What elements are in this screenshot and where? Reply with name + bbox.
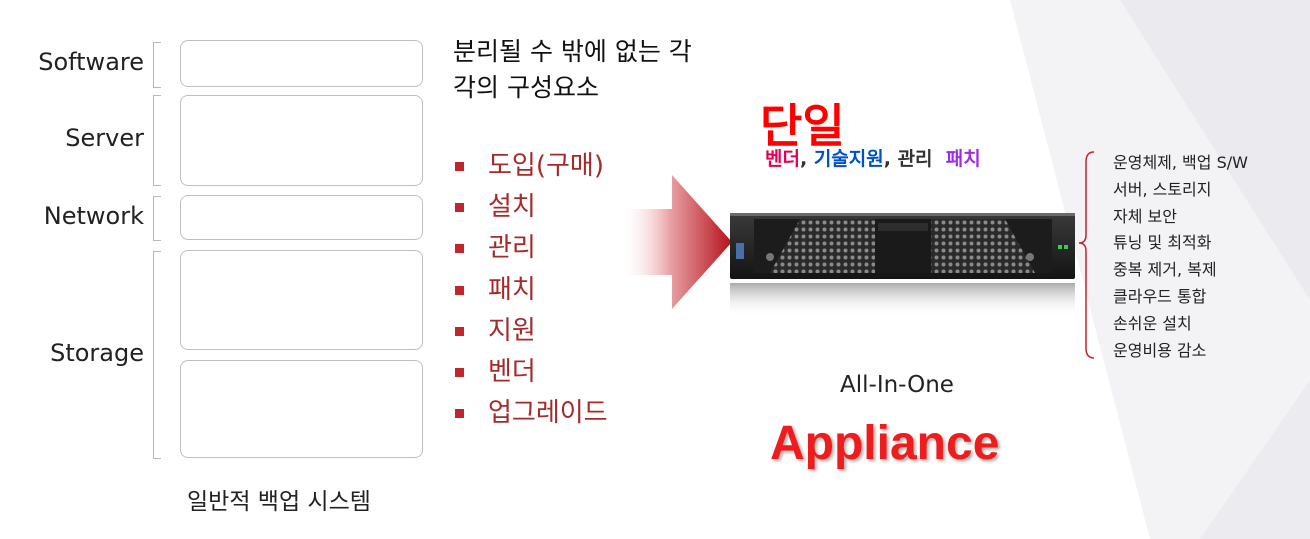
bullet-square-icon (455, 203, 464, 213)
slot-software (180, 40, 423, 87)
single-title: 단일 (760, 99, 845, 153)
appliance-title: Appliance (770, 417, 1000, 470)
bullet-square-icon (455, 244, 464, 254)
slot-server (180, 95, 423, 186)
single-tags: 벤더, 기술지원, 관리 패치 (765, 148, 981, 170)
caption-typical-backup: 일반적 백업 시스템 (187, 489, 371, 515)
bullet-square-icon (455, 285, 464, 295)
list-item: 운영체제, 백업 S/W (1113, 153, 1248, 172)
bullet-square-icon (455, 326, 464, 336)
slot-network (180, 195, 423, 240)
heading-separate-components: 분리될 수 밖에 없는 각각의 구성요소 (453, 37, 692, 102)
list-item: 설치 (455, 187, 608, 228)
tag-patch: 패치 (945, 148, 981, 170)
list-item: 지원 (455, 311, 608, 352)
slot-storage-2 (180, 360, 423, 458)
bracket-network (153, 196, 161, 241)
tag-vendor: 벤더 (765, 148, 800, 170)
slot-storage-1 (180, 250, 423, 350)
layer-label-server: Server (65, 124, 144, 152)
list-item: 클라우드 통합 (1113, 286, 1207, 306)
list-item: 자체 보안 (1113, 206, 1177, 226)
list-item: 중복 제거, 복제 (1113, 260, 1217, 280)
curly-brace-icon (1078, 151, 1095, 359)
layer-label-network: Network (43, 202, 144, 230)
server-appliance-image (730, 213, 1075, 317)
layer-label-storage: Storage (50, 339, 144, 367)
bracket-server (153, 95, 161, 186)
feature-list: 운영체제, 백업 S/W 서버, 스토리지 자체 보안 튜닝 및 최적화 중복 … (1113, 150, 1248, 364)
tag-tech-support: 기술지원 (813, 148, 884, 170)
list-item: 패치 (455, 270, 608, 311)
all-in-one-label: All-In-One (840, 372, 954, 398)
list-item: 도입(구매) (455, 146, 608, 187)
list-item: 관리 (455, 228, 608, 269)
list-item: 서버, 스토리지 (1113, 179, 1212, 199)
list-item: 손쉬운 설치 (1113, 313, 1192, 333)
arrow-right-icon (620, 175, 732, 309)
tag-management: 관리 (897, 148, 933, 170)
bullet-square-icon (455, 368, 464, 378)
bullet-square-icon (455, 409, 464, 419)
list-item: 벤더 (455, 352, 608, 393)
component-list: 도입(구매) 설치 관리 패치 지원 벤더 업그레이드 (455, 146, 608, 434)
bullet-square-icon (455, 162, 464, 172)
layer-label-software: Software (38, 48, 144, 76)
list-item: 업그레이드 (455, 393, 608, 434)
list-item: 튜닝 및 최적화 (1113, 233, 1212, 253)
list-item: 운영비용 감소 (1113, 340, 1207, 360)
bracket-software (153, 42, 161, 88)
bracket-storage (153, 251, 161, 459)
